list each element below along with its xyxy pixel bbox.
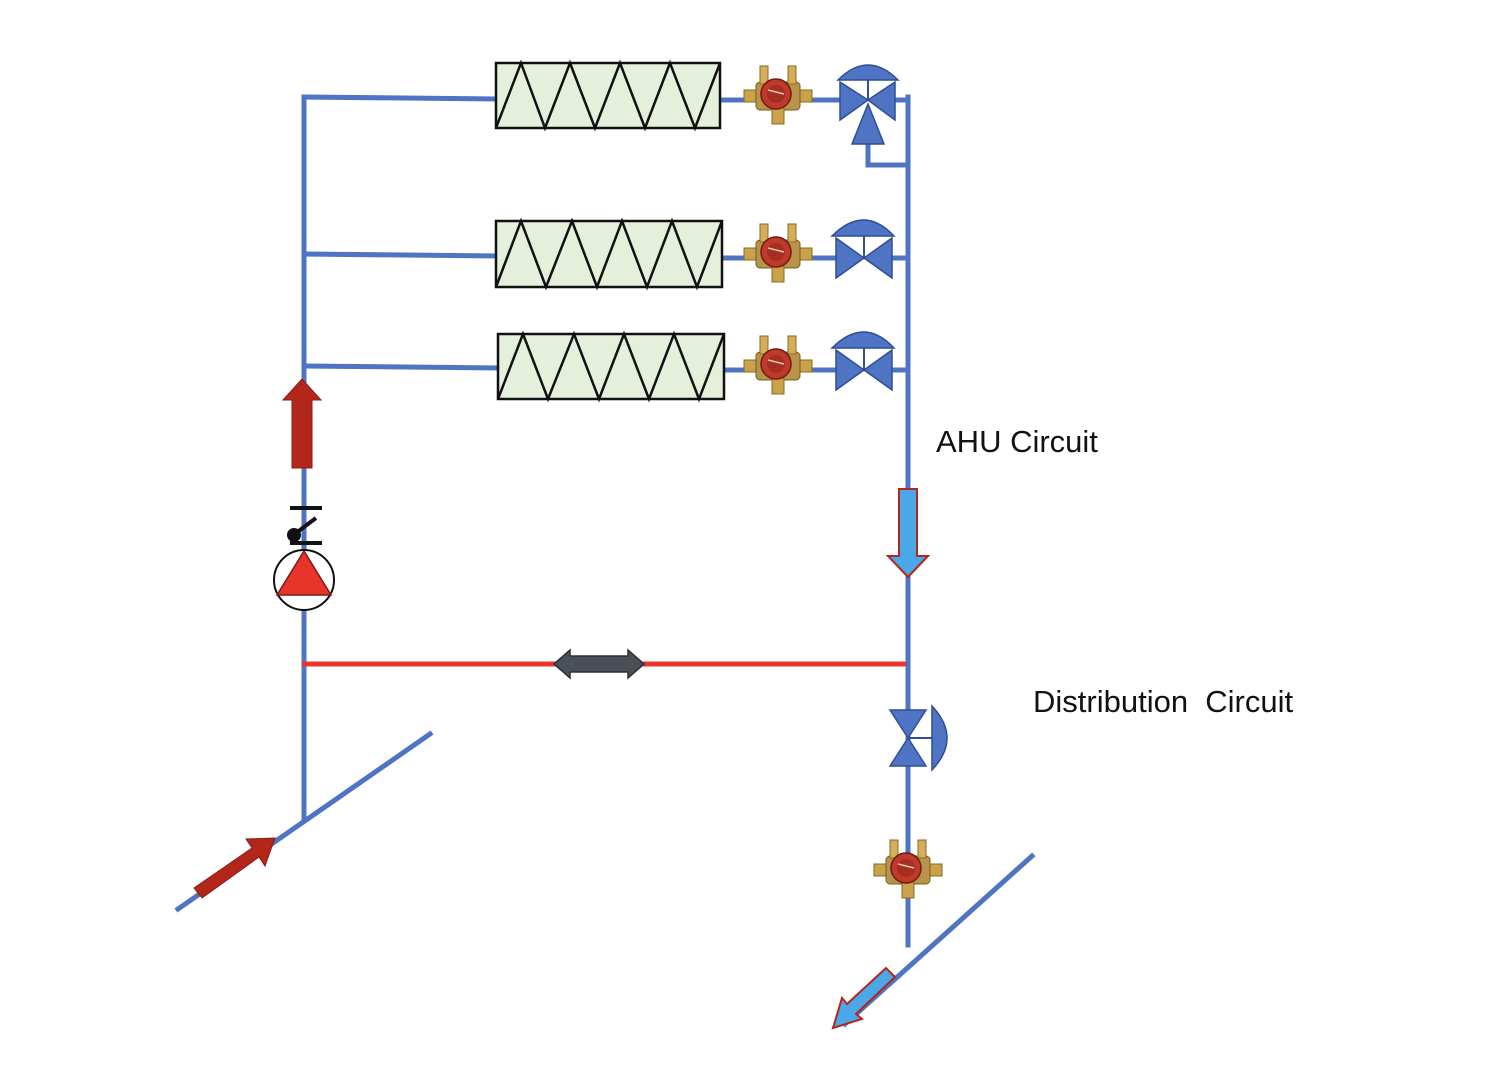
three-way-control-valve-icon <box>836 64 900 145</box>
coil-1 <box>494 59 722 132</box>
two-way-control-valve-icon <box>830 331 896 392</box>
supply-branch-3 <box>301 363 501 371</box>
distribution-circuit-label: Distribution Circuit <box>1033 684 1294 719</box>
coil-3 <box>496 330 726 403</box>
inlet-flow-arrow <box>193 837 276 899</box>
distribution-control-valve-icon <box>888 704 948 772</box>
balancing-valve-icon <box>743 335 813 395</box>
return-flow-arrow-down <box>885 488 931 579</box>
balancing-valve-icon <box>743 65 813 125</box>
supply-flow-arrow-up <box>281 378 323 469</box>
ahu-circuit-label: AHU Circuit <box>936 424 1098 459</box>
balancing-valve-icon <box>743 223 813 283</box>
outlet-flow-arrow <box>831 966 897 1030</box>
coil-2 <box>494 217 724 291</box>
supply-branch-2 <box>301 251 499 259</box>
bypass-flow-arrow <box>552 648 646 680</box>
pump-icon <box>273 549 335 611</box>
supply-branch-1 <box>301 94 499 102</box>
two-way-control-valve-icon <box>830 219 896 280</box>
check-valve-icon <box>287 506 322 545</box>
